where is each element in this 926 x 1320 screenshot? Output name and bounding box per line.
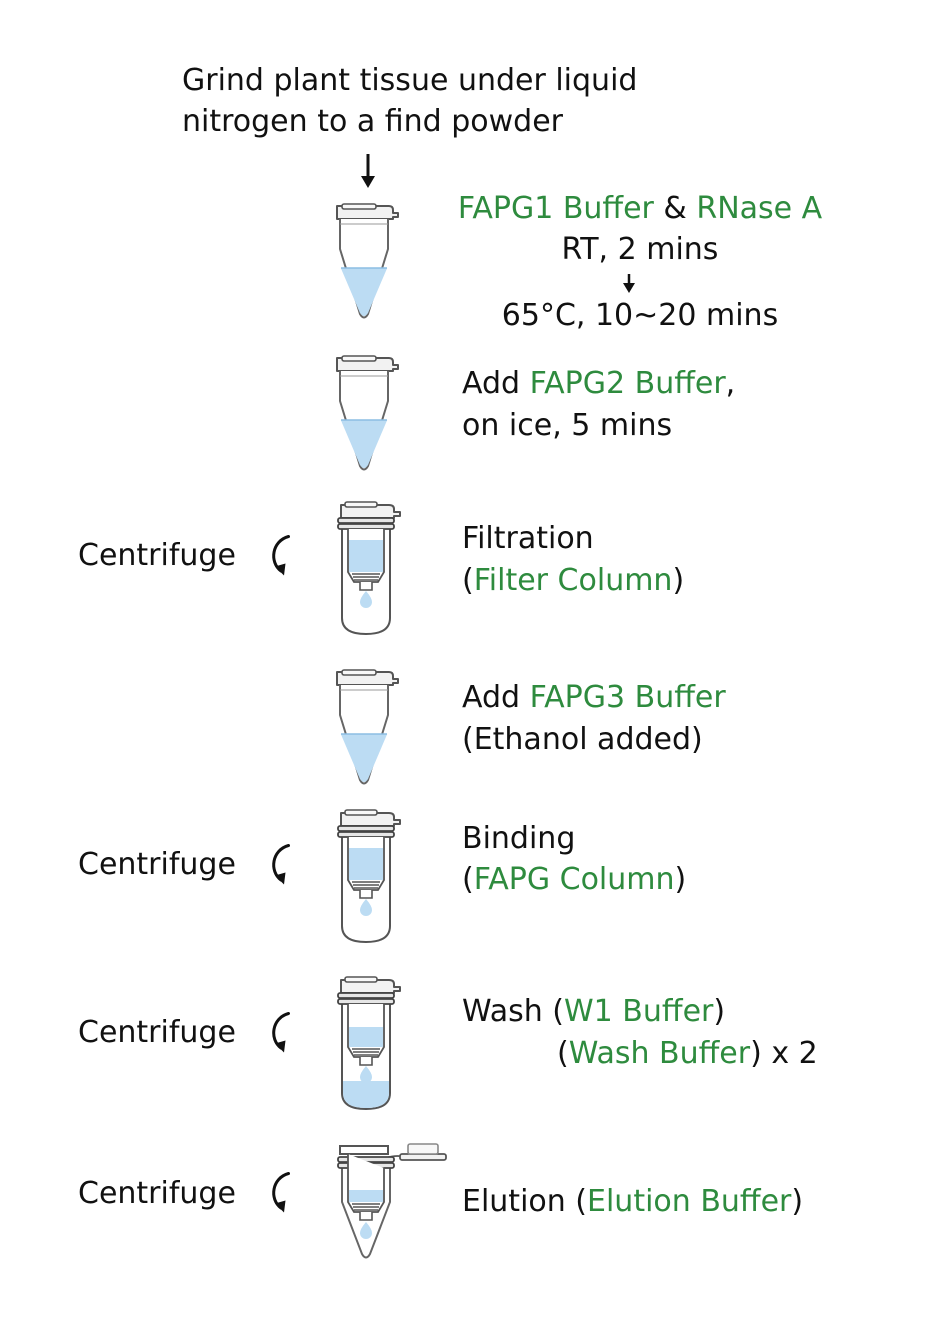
reagent-fapg1-buffer: FAPG1 Buffer <box>457 191 654 226</box>
step-4-line-1: Add FAPG3 Buffer <box>462 677 726 719</box>
rotation-arrow-icon <box>266 1163 296 1223</box>
centrifuge-label-step-7: Centrifuge <box>78 1176 236 1211</box>
rotation-arrow-icon <box>266 1003 296 1063</box>
step-6-line-1: Wash (W1 Buffer) <box>462 991 725 1033</box>
tube-step-2 <box>334 354 404 474</box>
tube-step-1 <box>334 202 404 322</box>
wash-label: Wash ( <box>462 994 565 1029</box>
small-down-arrow-icon <box>623 274 635 293</box>
centrifuge-label-step-6: Centrifuge <box>78 1015 236 1050</box>
step-4-line-2: (Ethanol added) <box>462 722 703 757</box>
intro-line-1: Grind plant tissue under liquid <box>182 63 638 98</box>
reagent-fapg-column: FAPG Column <box>473 862 675 897</box>
reagent-wash-buffer: Wash Buffer <box>568 1036 751 1071</box>
paren-close: ) <box>713 994 726 1029</box>
step-6-line-2: (Wash Buffer) x 2 <box>557 1033 818 1075</box>
reagent-fapg3-buffer: FAPG3 Buffer <box>529 680 726 715</box>
step-3-line-2: (Filter Column) <box>462 560 684 602</box>
elution-label: Elution ( <box>462 1184 588 1219</box>
step-7-line: Elution (Elution Buffer) <box>462 1181 803 1223</box>
column-tube-step-6 <box>336 975 406 1115</box>
reagent-rnase-a: RNase A <box>696 191 823 226</box>
add-label: Add <box>462 366 530 401</box>
step-1-condition-1: RT, 2 mins <box>561 232 719 267</box>
comma: , <box>725 366 736 401</box>
repeat-count: ) x 2 <box>750 1036 818 1071</box>
reagent-elution-buffer: Elution Buffer <box>587 1184 792 1219</box>
intro-line-2: nitrogen to a find powder <box>182 104 564 139</box>
centrifuge-label-step-3: Centrifuge <box>78 538 236 573</box>
step-2-line-2: on ice, 5 mins <box>462 408 673 443</box>
elution-tube-step-7 <box>336 1142 456 1262</box>
step-2-line-1: Add FAPG2 Buffer, <box>462 363 735 405</box>
reagent-w1-buffer: W1 Buffer <box>564 994 714 1029</box>
paren-open: ( <box>557 1036 569 1071</box>
reagent-filter-column: Filter Column <box>473 563 673 598</box>
paren-close: ) <box>674 862 687 897</box>
down-arrow-icon <box>361 154 375 188</box>
column-tube-step-3 <box>336 500 406 640</box>
reagent-fapg2-buffer: FAPG2 Buffer <box>529 366 726 401</box>
rotation-arrow-icon <box>266 526 296 586</box>
paren-open: ( <box>462 862 474 897</box>
step-3-title: Filtration <box>462 521 594 556</box>
tube-step-4 <box>334 668 404 788</box>
step-1-condition-2: 65°C, 10~20 mins <box>501 298 779 333</box>
ampersand: & <box>653 191 697 226</box>
step-5-line-2: (FAPG Column) <box>462 859 686 901</box>
column-tube-step-5 <box>336 808 406 948</box>
add-label: Add <box>462 680 530 715</box>
paren-open: ( <box>462 563 474 598</box>
rotation-arrow-icon <box>266 835 296 895</box>
step-5-title: Binding <box>462 821 576 856</box>
paren-close: ) <box>672 563 685 598</box>
step-1-reagents: FAPG1 Buffer & RNase A <box>430 188 850 230</box>
centrifuge-label-step-5: Centrifuge <box>78 847 236 882</box>
paren-close: ) <box>791 1184 804 1219</box>
